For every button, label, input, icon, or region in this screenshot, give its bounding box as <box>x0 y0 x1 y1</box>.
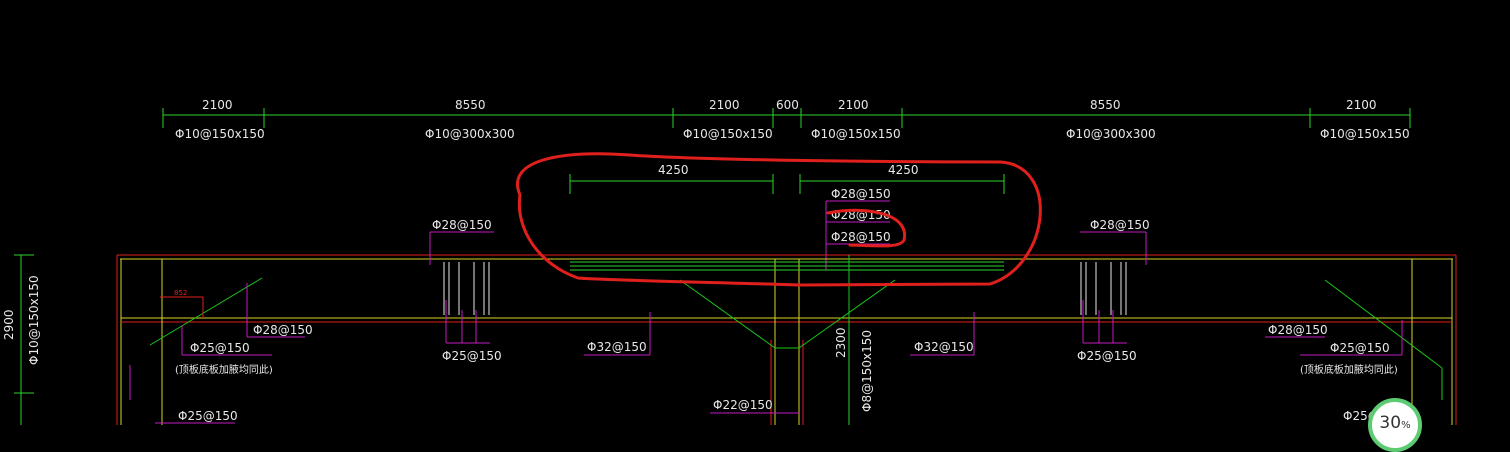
dim-label: 600 <box>776 98 799 112</box>
center-bar-labels: Φ28@150 Φ28@150 Φ28@150 <box>825 187 891 270</box>
left-vertical-dimension: 2900 Φ10@150x150 <box>2 254 41 425</box>
bar-label: Φ25@150 <box>1077 349 1137 363</box>
note-text: (顶板底板加腋均同此) <box>1300 363 1398 376</box>
bar-label: Φ28@150 <box>1268 323 1328 337</box>
structure-outline: 852 <box>116 254 1457 425</box>
bar-label: Φ28@150 <box>432 218 492 232</box>
mid-dimension-chain: 4250 4250 <box>569 163 1005 194</box>
bar-labels: Φ28@150 Φ28@150 Φ28@150 Φ28@150 Φ25@150 … <box>129 218 1403 424</box>
dim-label: 2100 <box>202 98 233 112</box>
spacing-label: Φ10@150x150 <box>175 127 265 141</box>
dim-label: 2100 <box>1346 98 1377 112</box>
bar-label: Φ10@150x150 <box>27 275 41 365</box>
dim-label: 4250 <box>658 163 689 177</box>
dim-label: 2100 <box>709 98 740 112</box>
bar-label: Φ25@150 <box>190 341 250 355</box>
spacing-label: Φ10@300x300 <box>1066 127 1156 141</box>
bar-label: Φ32@150 <box>587 340 647 354</box>
cad-drawing-canvas[interactable]: 2100 8550 2100 600 2100 8550 2100 Φ10@15… <box>0 0 1510 425</box>
dim-label: 2900 <box>2 309 16 340</box>
spacing-label: Φ10@150x150 <box>811 127 901 141</box>
bar-label: Φ28@150 <box>831 187 891 201</box>
rebar-cage-right <box>1080 231 1147 344</box>
dim-label: 8550 <box>1090 98 1121 112</box>
bar-label: Φ32@150 <box>914 340 974 354</box>
spacing-label: Φ10@300x300 <box>425 127 515 141</box>
dim-label: 852 <box>174 289 187 297</box>
top-dimension-chain: 2100 8550 2100 600 2100 8550 2100 Φ10@15… <box>162 98 1411 141</box>
dim-label: 8550 <box>455 98 486 112</box>
zoom-unit: % <box>1401 420 1411 431</box>
spacing-label: Φ10@150x150 <box>1320 127 1410 141</box>
bar-label: Φ25@150 <box>442 349 502 363</box>
spacing-label: Φ10@150x150 <box>683 127 773 141</box>
dim-label: 2300 <box>834 327 848 358</box>
bar-label: Φ22@150 <box>713 398 773 412</box>
bar-label: Φ25@150 <box>178 409 238 423</box>
zoom-value: 30 <box>1379 413 1402 433</box>
bar-label: Φ28@150 <box>1090 218 1150 232</box>
center-vertical-dimension: 2300 Φ8@150x150 <box>834 327 874 425</box>
bar-label: Φ28@150 <box>831 230 891 244</box>
dim-label: 4250 <box>888 163 919 177</box>
bar-label: Φ28@150 <box>253 323 313 337</box>
dim-label: 2100 <box>838 98 869 112</box>
bar-label: Φ8@150x150 <box>860 330 874 412</box>
red-markup-annotation <box>516 152 1042 287</box>
bar-label: Φ25@150 <box>1330 341 1390 355</box>
note-text: (顶板底板加腋均同此) <box>175 363 273 376</box>
rebar-cage-left <box>429 231 494 344</box>
zoom-indicator[interactable]: 30% <box>1368 398 1422 452</box>
